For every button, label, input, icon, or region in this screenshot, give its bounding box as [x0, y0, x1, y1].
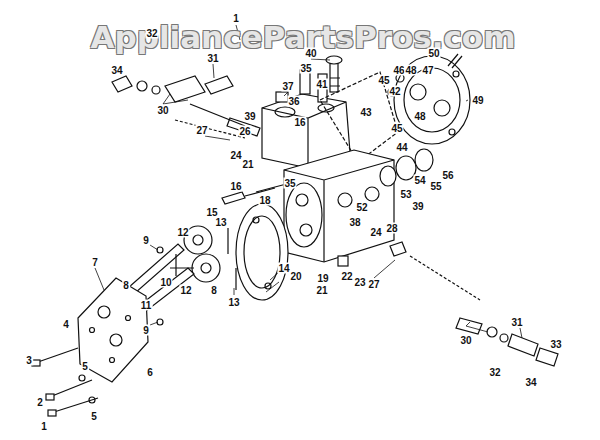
callout-number: 38	[348, 217, 361, 228]
callout-number: 53	[399, 189, 412, 200]
callout-number: 13	[214, 217, 227, 228]
callout-number: 49	[471, 95, 484, 106]
callout-number: 45	[390, 123, 403, 134]
callout-number: 30	[459, 335, 472, 346]
callout-number: 23	[353, 277, 366, 288]
callout-number: 35	[283, 178, 296, 189]
callout-number: 34	[524, 377, 537, 388]
callout-number: 4	[62, 319, 70, 330]
gear-set	[184, 226, 236, 290]
callout-number: 56	[441, 170, 454, 181]
callout-number: 11	[140, 300, 153, 311]
end-bolts	[32, 348, 98, 416]
callout-number: 14	[277, 263, 290, 274]
callout-number: 43	[359, 107, 372, 118]
callout-number: 35	[299, 63, 312, 74]
callout-number: 24	[369, 227, 382, 238]
callout-number: 3	[25, 355, 33, 366]
callout-number: 55	[429, 181, 442, 192]
callout-number: 32	[488, 367, 501, 378]
callout-number: 33	[549, 339, 562, 350]
callout-number: 36	[287, 96, 300, 107]
callout-number: 20	[289, 271, 302, 282]
callout-number: 18	[258, 195, 271, 206]
callout-number: 31	[206, 53, 219, 64]
callout-number: 44	[395, 142, 408, 153]
pump-body	[284, 149, 433, 266]
callout-number: 9	[142, 325, 150, 336]
callout-number: 27	[195, 125, 208, 136]
callout-number: 48	[404, 65, 417, 76]
callout-number: 8	[210, 285, 218, 296]
callout-number: 39	[411, 201, 424, 212]
callout-number: 54	[413, 175, 426, 186]
gear-housing	[236, 204, 288, 300]
callout-number: 16	[229, 181, 242, 192]
callout-number: 7	[91, 257, 99, 268]
callout-number: 21	[315, 285, 328, 296]
callout-number: 12	[176, 227, 189, 238]
callout-number: 48	[413, 111, 426, 122]
callout-number: 50	[427, 48, 440, 59]
callout-number: 26	[238, 126, 251, 137]
callout-number: 45	[377, 75, 390, 86]
callout-number: 30	[156, 105, 169, 116]
valve-assembly-bottom	[390, 242, 558, 366]
gasket-outline	[320, 72, 398, 162]
callout-number: 41	[315, 79, 328, 90]
callout-number: 42	[388, 86, 401, 97]
callout-number: 5	[90, 411, 98, 422]
callout-number: 40	[304, 48, 317, 59]
callout-number: 10	[159, 277, 172, 288]
callout-number: 52	[355, 202, 368, 213]
callout-number: 34	[110, 65, 123, 76]
callout-number: 1	[232, 13, 240, 24]
leader-lines	[95, 25, 522, 338]
callout-number: 9	[142, 235, 150, 246]
callout-number: 27	[367, 279, 380, 290]
callout-number: 21	[241, 159, 254, 170]
callout-number: 39	[243, 111, 256, 122]
callout-number: 47	[421, 65, 434, 76]
callout-number: 32	[145, 28, 158, 39]
callout-number: 2	[36, 397, 44, 408]
right-end-cover	[388, 54, 470, 144]
top-housing	[262, 56, 350, 168]
callout-number: 19	[316, 273, 329, 284]
callout-number: 5	[81, 361, 89, 372]
callout-number: 8	[122, 280, 130, 291]
callout-number: 6	[146, 367, 154, 378]
callout-number: 1	[40, 421, 48, 432]
callout-number: 22	[340, 271, 353, 282]
callout-number: 31	[510, 317, 523, 328]
left-end-cover	[78, 278, 148, 382]
callout-number: 12	[179, 285, 192, 296]
callout-number: 28	[385, 223, 398, 234]
callout-number: 13	[227, 297, 240, 308]
callout-number: 37	[281, 81, 294, 92]
callout-number: 16	[293, 117, 306, 128]
valve-assembly-top	[112, 76, 260, 138]
